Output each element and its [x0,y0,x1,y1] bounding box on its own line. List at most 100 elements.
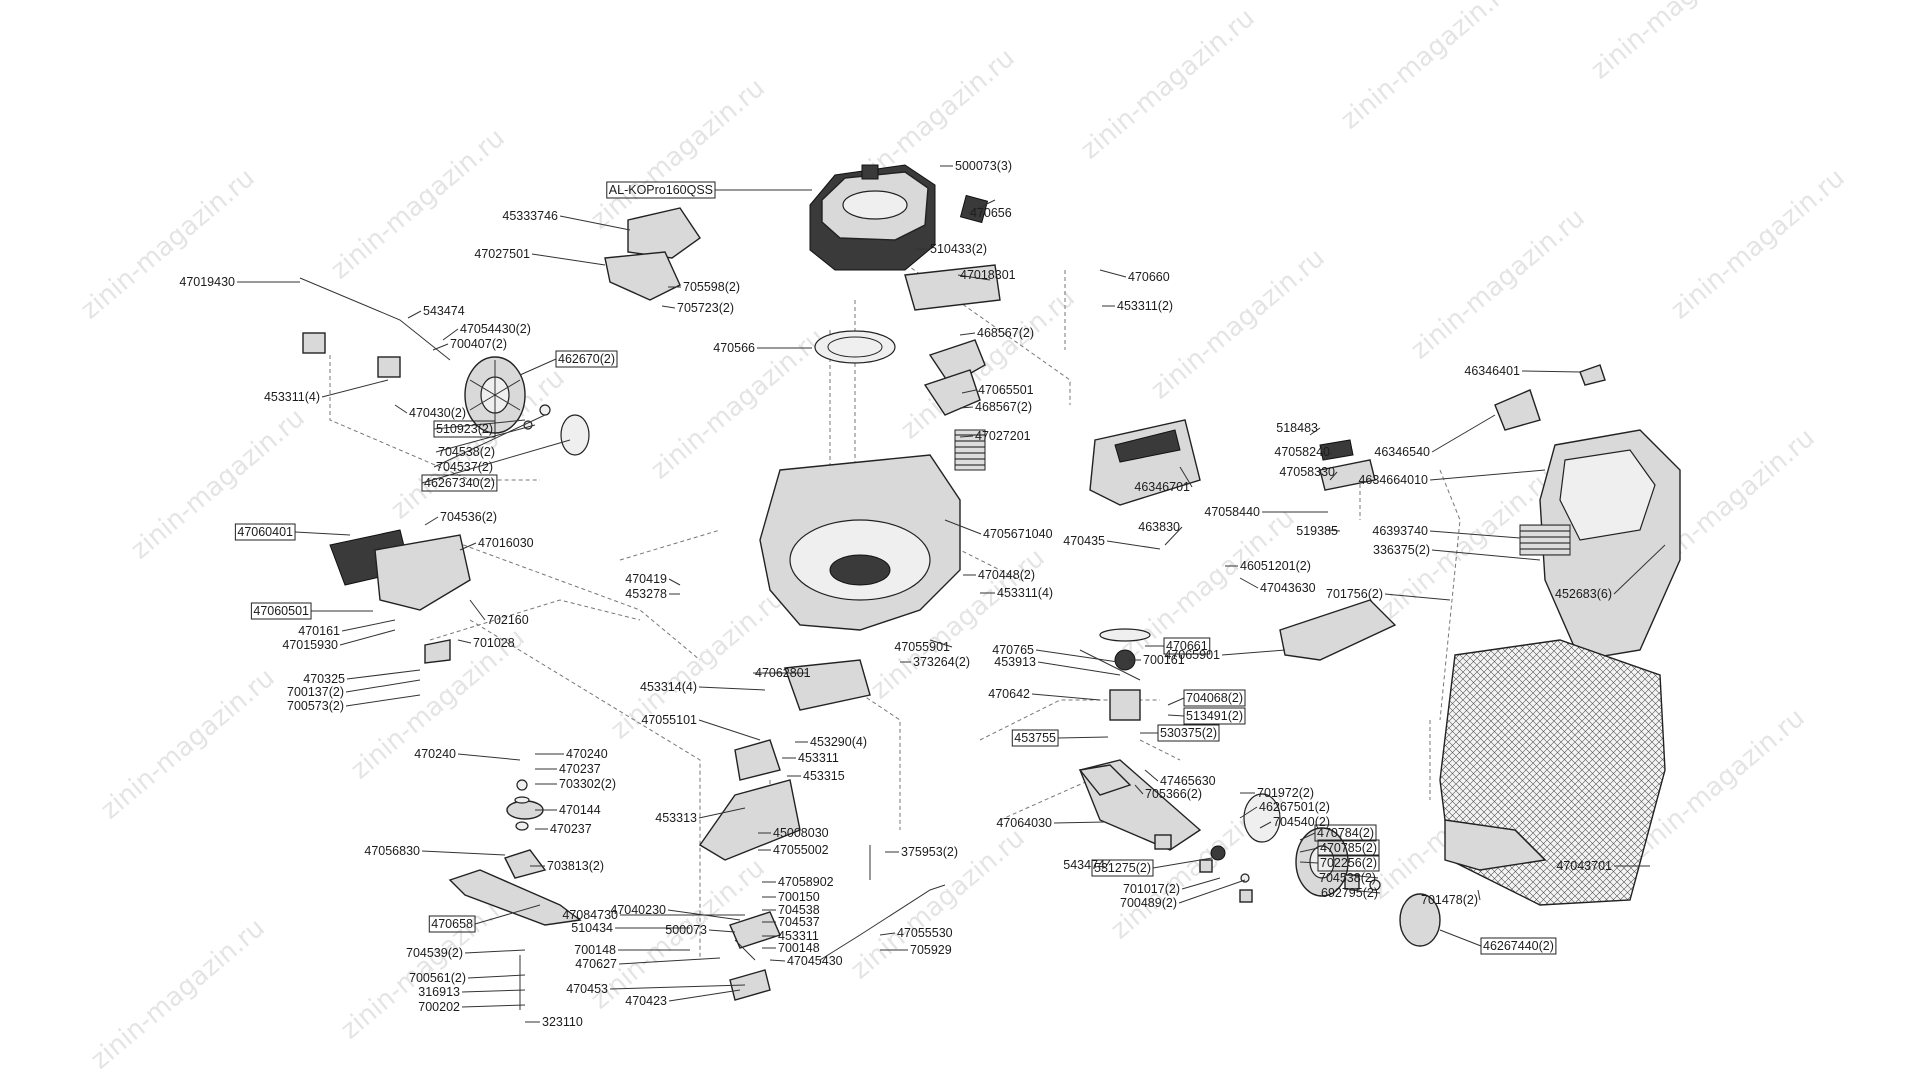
control-panel-part [1089,419,1201,506]
leader-line [422,850,506,856]
part-label-47055002: 47055002 [773,843,829,857]
part-label-45008030: 45008030 [773,826,829,840]
leader-line [1329,471,1338,481]
axle-washer-part [1239,889,1253,903]
part-label-500073-3: 500073(3) [955,159,1012,173]
part-label-701028: 701028 [473,636,515,650]
leader-line [474,904,541,925]
watermark-text: zinin-magazin.ru [605,583,790,745]
part-label-47015930: 47015930 [282,638,338,652]
part-label-453311: 453311 [798,751,839,765]
hubcap-left [560,414,590,456]
leader-line [407,310,422,319]
part-label-470453: 470453 [566,982,608,996]
part-label-470656: 470656 [970,206,1012,220]
washer-part-3 [515,821,529,831]
part-label-700561-2: 700561(2) [409,971,466,985]
part-label-703302-2: 703302(2) [559,777,616,791]
leader-line [1164,526,1183,546]
watermark-text: zinin-magazin.ru [1665,163,1850,325]
leader-line [1178,879,1246,904]
belt-part [1099,628,1151,642]
leader-line [464,949,526,954]
cover-part-2 [604,251,681,301]
part-label-47065501: 47065501 [978,383,1034,397]
part-label-705598-2: 705598(2) [683,280,740,294]
leader-line [1179,466,1193,488]
leader-line [1439,929,1482,947]
part-label-704539-2: 704539(2) [406,946,463,960]
part-label-47058440: 47058440 [1204,505,1260,519]
part-label-700148: 700148 [574,943,616,957]
part-label-510923-2: 510923(2) [436,422,493,436]
part-label-470423: 470423 [625,994,667,1008]
leader-line [610,984,746,990]
part-number-labels: 500073(3)AL-KOPro160QSS47065645333746510… [179,159,1612,1029]
leader-line [661,305,676,309]
deflector-part-2 [923,369,981,416]
leader-line [457,753,521,761]
leader-line [459,542,477,551]
leader-line [421,439,571,484]
washer-left [539,404,551,416]
watermark-text: zinin-magazin.ru [1405,203,1590,365]
leader-line [1309,427,1321,436]
leader-line [1221,649,1286,656]
part-label-46267440-2: 46267440(2) [1483,939,1554,953]
part-label-700407-2: 700407(2) [450,337,507,351]
leader-line [346,669,421,680]
part-label-47027501: 47027501 [474,247,530,261]
part-label-470325: 470325 [303,672,345,686]
part-label-500073: 500073 [665,923,707,937]
part-label-453311-4: 453311(4) [264,390,320,404]
washer-part-2 [514,796,530,804]
part-label-316913: 316913 [418,985,460,999]
part-label-700202: 700202 [418,1000,460,1014]
part-label-700161: 700161 [1143,653,1185,667]
washer-right [1240,873,1250,883]
part-label-704068-2: 704068(2) [1186,691,1243,705]
leader-line [457,639,472,644]
part-label-46393740: 46393740 [1372,524,1428,538]
rear-flap-part [698,779,801,861]
leader-line [469,599,486,621]
blade-holder-part [504,849,547,879]
part-label-453278: 453278 [625,587,667,601]
part-label-47056830: 47056830 [364,844,420,858]
leader-line [1106,859,1111,866]
part-label-46267340-2: 46267340(2) [424,476,495,490]
wheel-cap-right [1399,893,1441,947]
part-label-701756-2: 701756(2) [1326,587,1383,601]
leader-line [959,406,974,409]
part-label-700148: 700148 [778,941,820,955]
washer-part-1 [516,779,528,791]
part-label-4705671040: 4705671040 [983,527,1053,541]
part-label-box [421,474,498,492]
leader-line [531,253,606,266]
leader-line [424,516,439,526]
part-label-543474: 543474 [423,304,465,318]
watermark-text: zinin-magazin.ru [95,663,280,825]
deflector-part [928,339,986,386]
part-label-702256-2: 702256(2) [1320,856,1377,870]
part-label-702160: 702160 [487,613,529,627]
part-label-510434: 510434 [571,921,613,935]
leader-line [1429,530,1521,539]
part-label-453755: 453755 [1014,731,1056,745]
part-label-700150: 700150 [778,890,820,904]
part-label-47055530: 47055530 [897,926,953,940]
leader-line [961,389,977,394]
part-label-47465630: 47465630 [1160,774,1216,788]
part-label-518483: 518483 [1276,421,1318,435]
part-label-704536-2: 704536(2) [440,510,497,524]
leader-line [339,629,396,646]
leader-line [1349,874,1379,879]
leader-line [435,424,536,453]
leader-line [394,404,408,414]
height-lever-rod [819,884,946,961]
part-label-530375-2: 530375(2) [1160,726,1217,740]
leader-line [345,679,421,693]
part-label-47018301: 47018301 [960,268,1016,282]
part-label-46346540: 46346540 [1374,445,1430,459]
part-label-463830: 463830 [1138,520,1180,534]
